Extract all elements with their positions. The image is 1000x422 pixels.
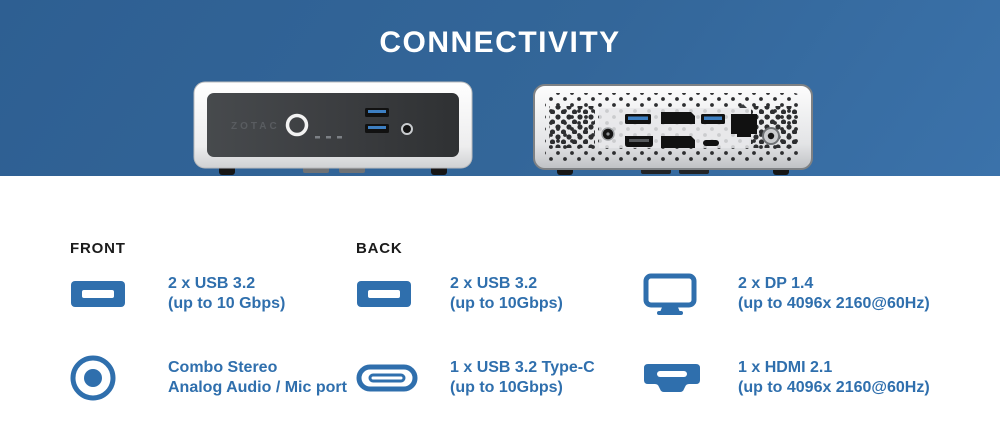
- spec-line2: (up to 10Gbps): [450, 379, 563, 396]
- usb-c-port-icon: [356, 364, 450, 392]
- front-usb-ports: [365, 108, 389, 133]
- hdmi-port-icon: [643, 363, 738, 393]
- front-section-label: FRONT: [70, 240, 126, 257]
- spec-item-front-audio: Combo Stereo Analog Audio / Mic port: [70, 352, 347, 404]
- page-title: CONNECTIVITY: [379, 26, 621, 59]
- spec-line2: (up to 10 Gbps): [168, 295, 286, 312]
- spec-line2: (up to 4096x 2160@60Hz): [738, 379, 930, 396]
- usb-a-port-icon: [356, 280, 450, 308]
- back-section-label: BACK: [356, 240, 403, 257]
- spec-line1: 2 x USB 3.2: [168, 275, 256, 292]
- spec-line1: 2 x DP 1.4: [738, 275, 814, 292]
- spec-line2: Analog Audio / Mic port: [168, 379, 347, 396]
- spec-line2: (up to 10Gbps): [450, 295, 563, 312]
- spec-item-hdmi: 1 x HDMI 2.1 (up to 4096x 2160@60Hz): [643, 352, 930, 404]
- spec-line1: 1 x USB 3.2 Type-C: [450, 359, 595, 376]
- spec-column-display: 2 x DP 1.4 (up to 4096x 2160@60Hz) 1 x H…: [643, 240, 973, 420]
- spec-column-front: FRONT 2 x USB 3.2 (up to 10 Gbps): [70, 240, 350, 420]
- device-front-photo: ZOTAC: [193, 81, 473, 175]
- spec-line1: Combo Stereo: [168, 359, 278, 376]
- device-back-view: [533, 84, 813, 176]
- audio-jack-icon: [70, 355, 168, 401]
- spec-line1: 2 x USB 3.2: [450, 275, 538, 292]
- brand-logo: ZOTAC: [231, 121, 280, 132]
- usb-a-port-icon: [70, 280, 168, 308]
- spec-column-back: BACK 2 x USB 3.2 (up to 10Gbps): [356, 240, 636, 420]
- device-front-view: ZOTAC: [193, 80, 473, 176]
- device-back-photo: [533, 84, 813, 175]
- spec-line2: (up to 4096x 2160@60Hz): [738, 295, 930, 312]
- power-button: [285, 113, 309, 137]
- spec-item-back-usbc: 1 x USB 3.2 Type-C (up to 10Gbps): [356, 352, 595, 404]
- spec-item-dp: 2 x DP 1.4 (up to 4096x 2160@60Hz): [643, 268, 930, 320]
- spec-item-back-usb: 2 x USB 3.2 (up to 10Gbps): [356, 268, 563, 320]
- back-ports: [601, 104, 780, 148]
- displayport-monitor-icon: [643, 273, 738, 315]
- banner: CONNECTIVITY: [0, 0, 1000, 176]
- spec-item-front-usb: 2 x USB 3.2 (up to 10 Gbps): [70, 268, 285, 320]
- front-audio-jack: [401, 123, 413, 135]
- spec-line1: 1 x HDMI 2.1: [738, 359, 833, 376]
